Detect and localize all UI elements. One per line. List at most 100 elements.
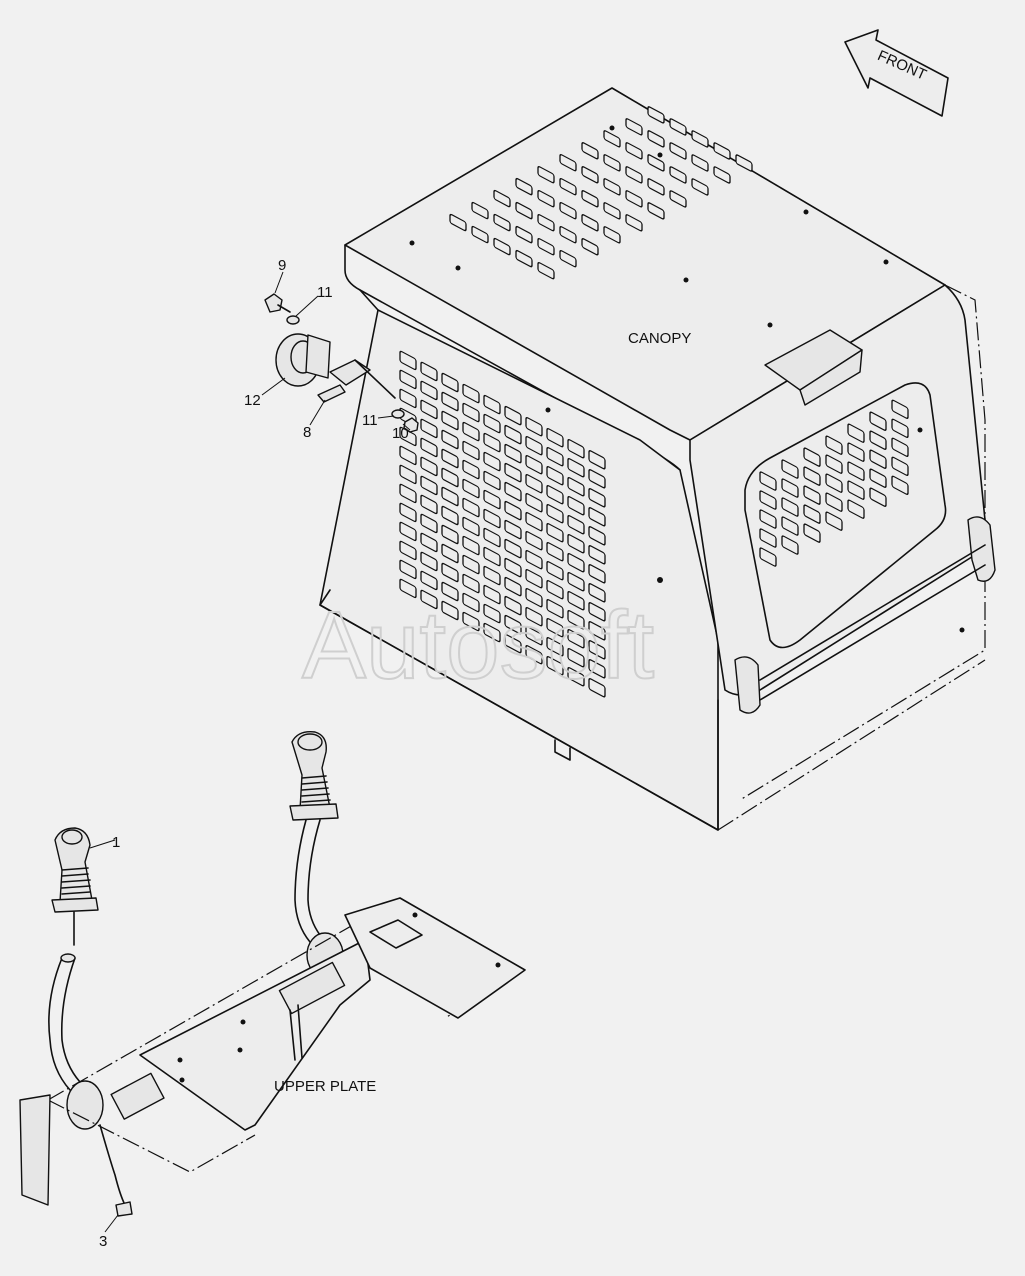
vent-slot	[504, 462, 522, 483]
vent-slot	[669, 142, 687, 160]
vent-slot	[441, 391, 459, 412]
vent-slot	[691, 178, 709, 196]
vent-slot	[581, 214, 599, 232]
vent-slot	[537, 189, 555, 208]
washer-bottom	[391, 409, 405, 419]
vent-slot	[483, 413, 501, 434]
vent-slot	[647, 178, 665, 196]
vent-slot	[483, 489, 501, 510]
vent-slot	[525, 530, 543, 551]
vent-slot	[483, 622, 501, 643]
vent-slot	[399, 483, 417, 504]
vent-slot	[581, 142, 599, 160]
vent-slot	[462, 497, 480, 518]
roof-vent-grid	[449, 106, 753, 280]
joystick-right	[289, 731, 344, 978]
vent-slot	[483, 603, 501, 624]
vent-slot	[441, 467, 459, 488]
vent-slot	[625, 190, 643, 208]
vent-slot	[420, 437, 438, 458]
vent-slot	[420, 532, 438, 553]
front-vent-grid	[759, 399, 909, 567]
vent-slot	[546, 484, 564, 505]
vent-slot	[449, 213, 467, 232]
vent-slot	[647, 130, 665, 148]
vent-slot	[441, 372, 459, 393]
vent-slot	[515, 201, 533, 220]
vent-slot	[546, 427, 564, 448]
vent-slot	[588, 621, 606, 641]
vent-slot	[588, 469, 606, 489]
vent-slot	[537, 237, 555, 256]
vent-slot	[493, 237, 511, 256]
vent-slot	[525, 435, 543, 456]
vent-slot	[825, 435, 843, 455]
vent-slot	[567, 458, 585, 478]
vent-slot	[483, 394, 501, 415]
vent-slot	[525, 454, 543, 475]
vent-slot	[483, 451, 501, 472]
vent-slot	[625, 214, 643, 232]
vent-slot	[588, 602, 606, 622]
vent-slot	[399, 369, 417, 390]
vent-slot	[537, 261, 555, 280]
vent-slot	[567, 629, 585, 649]
vent-slot	[420, 589, 438, 610]
vent-slot	[420, 551, 438, 572]
vent-slot	[781, 516, 799, 536]
vent-slot	[825, 454, 843, 474]
vent-slot	[399, 350, 417, 371]
vent-slot	[588, 450, 606, 470]
vent-slot	[869, 487, 887, 507]
vent-slot	[588, 488, 606, 508]
vent-slot	[869, 430, 887, 450]
vent-slot	[399, 578, 417, 599]
vent-slot	[525, 606, 543, 627]
callout-8: 8	[303, 424, 311, 441]
vent-slot	[559, 226, 577, 244]
vent-slot	[581, 166, 599, 184]
vent-slot	[483, 527, 501, 548]
vent-slot	[399, 464, 417, 485]
vent-slot	[525, 492, 543, 513]
vent-slot	[525, 644, 543, 665]
vent-slot	[567, 534, 585, 554]
vent-slot	[525, 549, 543, 570]
vent-slot	[546, 503, 564, 524]
vent-slot	[525, 511, 543, 532]
vent-slot	[546, 560, 564, 581]
vent-slot	[567, 515, 585, 535]
vent-slot	[891, 475, 909, 495]
vent-slot	[588, 545, 606, 565]
vent-slot	[504, 557, 522, 578]
vent-slot	[399, 502, 417, 523]
vent-slot	[493, 189, 511, 208]
vent-slot	[462, 402, 480, 423]
vent-slot	[462, 383, 480, 404]
horn-assembly	[261, 271, 419, 433]
vent-slot	[525, 625, 543, 646]
vent-slot	[847, 442, 865, 462]
vent-slot	[567, 572, 585, 592]
vent-slot	[546, 446, 564, 467]
vent-slot	[588, 659, 606, 679]
vent-slot	[483, 584, 501, 605]
joystick-grip-left	[54, 827, 93, 903]
vent-slot	[603, 226, 621, 244]
vent-slot	[669, 166, 687, 184]
vent-slot	[759, 490, 777, 510]
vent-slot	[525, 587, 543, 608]
vent-slot	[891, 456, 909, 476]
vent-slot	[462, 459, 480, 480]
vent-slot	[399, 388, 417, 409]
vent-slot	[441, 600, 459, 621]
vent-slot	[567, 591, 585, 611]
front-arrow: FRONT	[844, 29, 949, 117]
vent-slot	[515, 177, 533, 196]
vent-slot	[759, 528, 777, 548]
vent-slot	[581, 190, 599, 208]
vent-slot	[669, 118, 687, 136]
vent-slot	[504, 424, 522, 445]
vent-slot	[669, 190, 687, 208]
